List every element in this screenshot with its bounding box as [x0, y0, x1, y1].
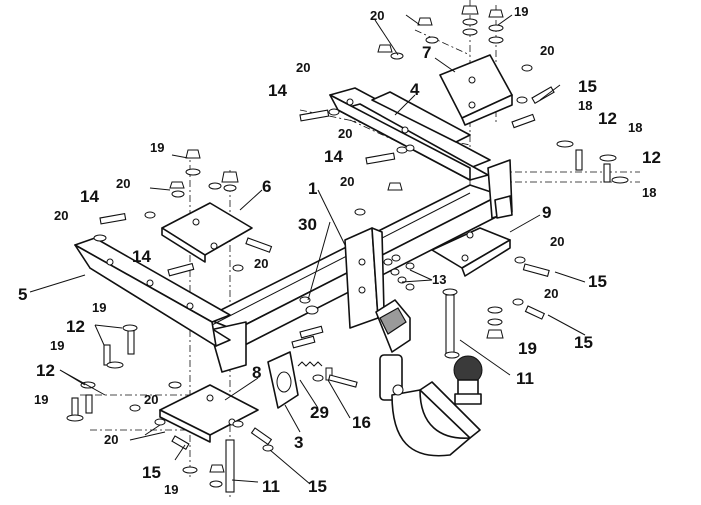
callout-labels: 1 3 4 5 6 7 8 9 11 11 12 12 12 12 13 14 … [18, 4, 661, 497]
callout-18a: 18 [578, 98, 592, 113]
callout-1: 1 [308, 179, 317, 198]
left-side-member [74, 237, 231, 347]
tow-ball-assembly [375, 299, 483, 457]
callout-12d: 12 [36, 361, 55, 380]
bracket-plate-7 [439, 54, 513, 126]
callout-15b: 15 [588, 272, 607, 291]
socket-plate [267, 351, 299, 409]
bracket-plate-6 [161, 202, 253, 263]
callout-20k: 20 [144, 392, 158, 407]
callout-20h: 20 [540, 43, 554, 58]
right-side-member [329, 87, 491, 181]
callout-14d: 14 [132, 247, 151, 266]
callout-20f: 20 [54, 208, 68, 223]
callout-3: 3 [294, 433, 303, 452]
callout-4: 4 [410, 80, 420, 99]
callout-20g: 20 [254, 256, 268, 271]
callout-19a: 19 [514, 4, 528, 19]
callout-13: 13 [432, 272, 446, 287]
callout-15c: 15 [574, 333, 593, 352]
callout-20i: 20 [550, 234, 564, 249]
callout-7: 7 [422, 43, 431, 62]
callout-14b: 14 [324, 147, 343, 166]
callout-12c: 12 [66, 317, 85, 336]
callout-14a: 14 [268, 81, 287, 100]
callout-19e: 19 [34, 392, 48, 407]
callout-20l: 20 [104, 432, 118, 447]
callout-20d: 20 [340, 174, 354, 189]
callout-19c: 19 [92, 300, 106, 315]
callout-11b: 11 [262, 477, 280, 496]
bracket-plate-9 [431, 227, 511, 277]
callout-30: 30 [298, 215, 317, 234]
callout-15d: 15 [142, 463, 161, 482]
callout-6: 6 [262, 177, 271, 196]
callout-14c: 14 [80, 187, 99, 206]
callout-19d: 19 [50, 338, 64, 353]
callout-20e: 20 [116, 176, 130, 191]
callout-20j: 20 [544, 286, 558, 301]
main-crossbar [204, 159, 513, 373]
leader-lines [29, 14, 586, 485]
callout-15e: 15 [308, 477, 327, 496]
callout-18b: 18 [628, 120, 642, 135]
hardware [66, 5, 629, 488]
callout-11a: 11 [516, 369, 534, 388]
callout-19b: 19 [150, 140, 164, 155]
callout-12b: 12 [642, 148, 661, 167]
bracket-plate-8 [159, 384, 259, 443]
callout-20c: 20 [338, 126, 352, 141]
callout-19f: 19 [164, 482, 178, 497]
callout-18c: 18 [642, 185, 656, 200]
callout-15a: 15 [578, 77, 597, 96]
callout-12a: 12 [598, 109, 617, 128]
callout-19g: 19 [518, 339, 537, 358]
callout-16: 16 [352, 413, 371, 432]
callout-5: 5 [18, 285, 27, 304]
callout-9: 9 [542, 203, 551, 222]
callout-20b: 20 [296, 60, 310, 75]
callout-20a: 20 [370, 8, 384, 23]
callout-8: 8 [252, 363, 261, 382]
callout-29: 29 [310, 403, 329, 422]
